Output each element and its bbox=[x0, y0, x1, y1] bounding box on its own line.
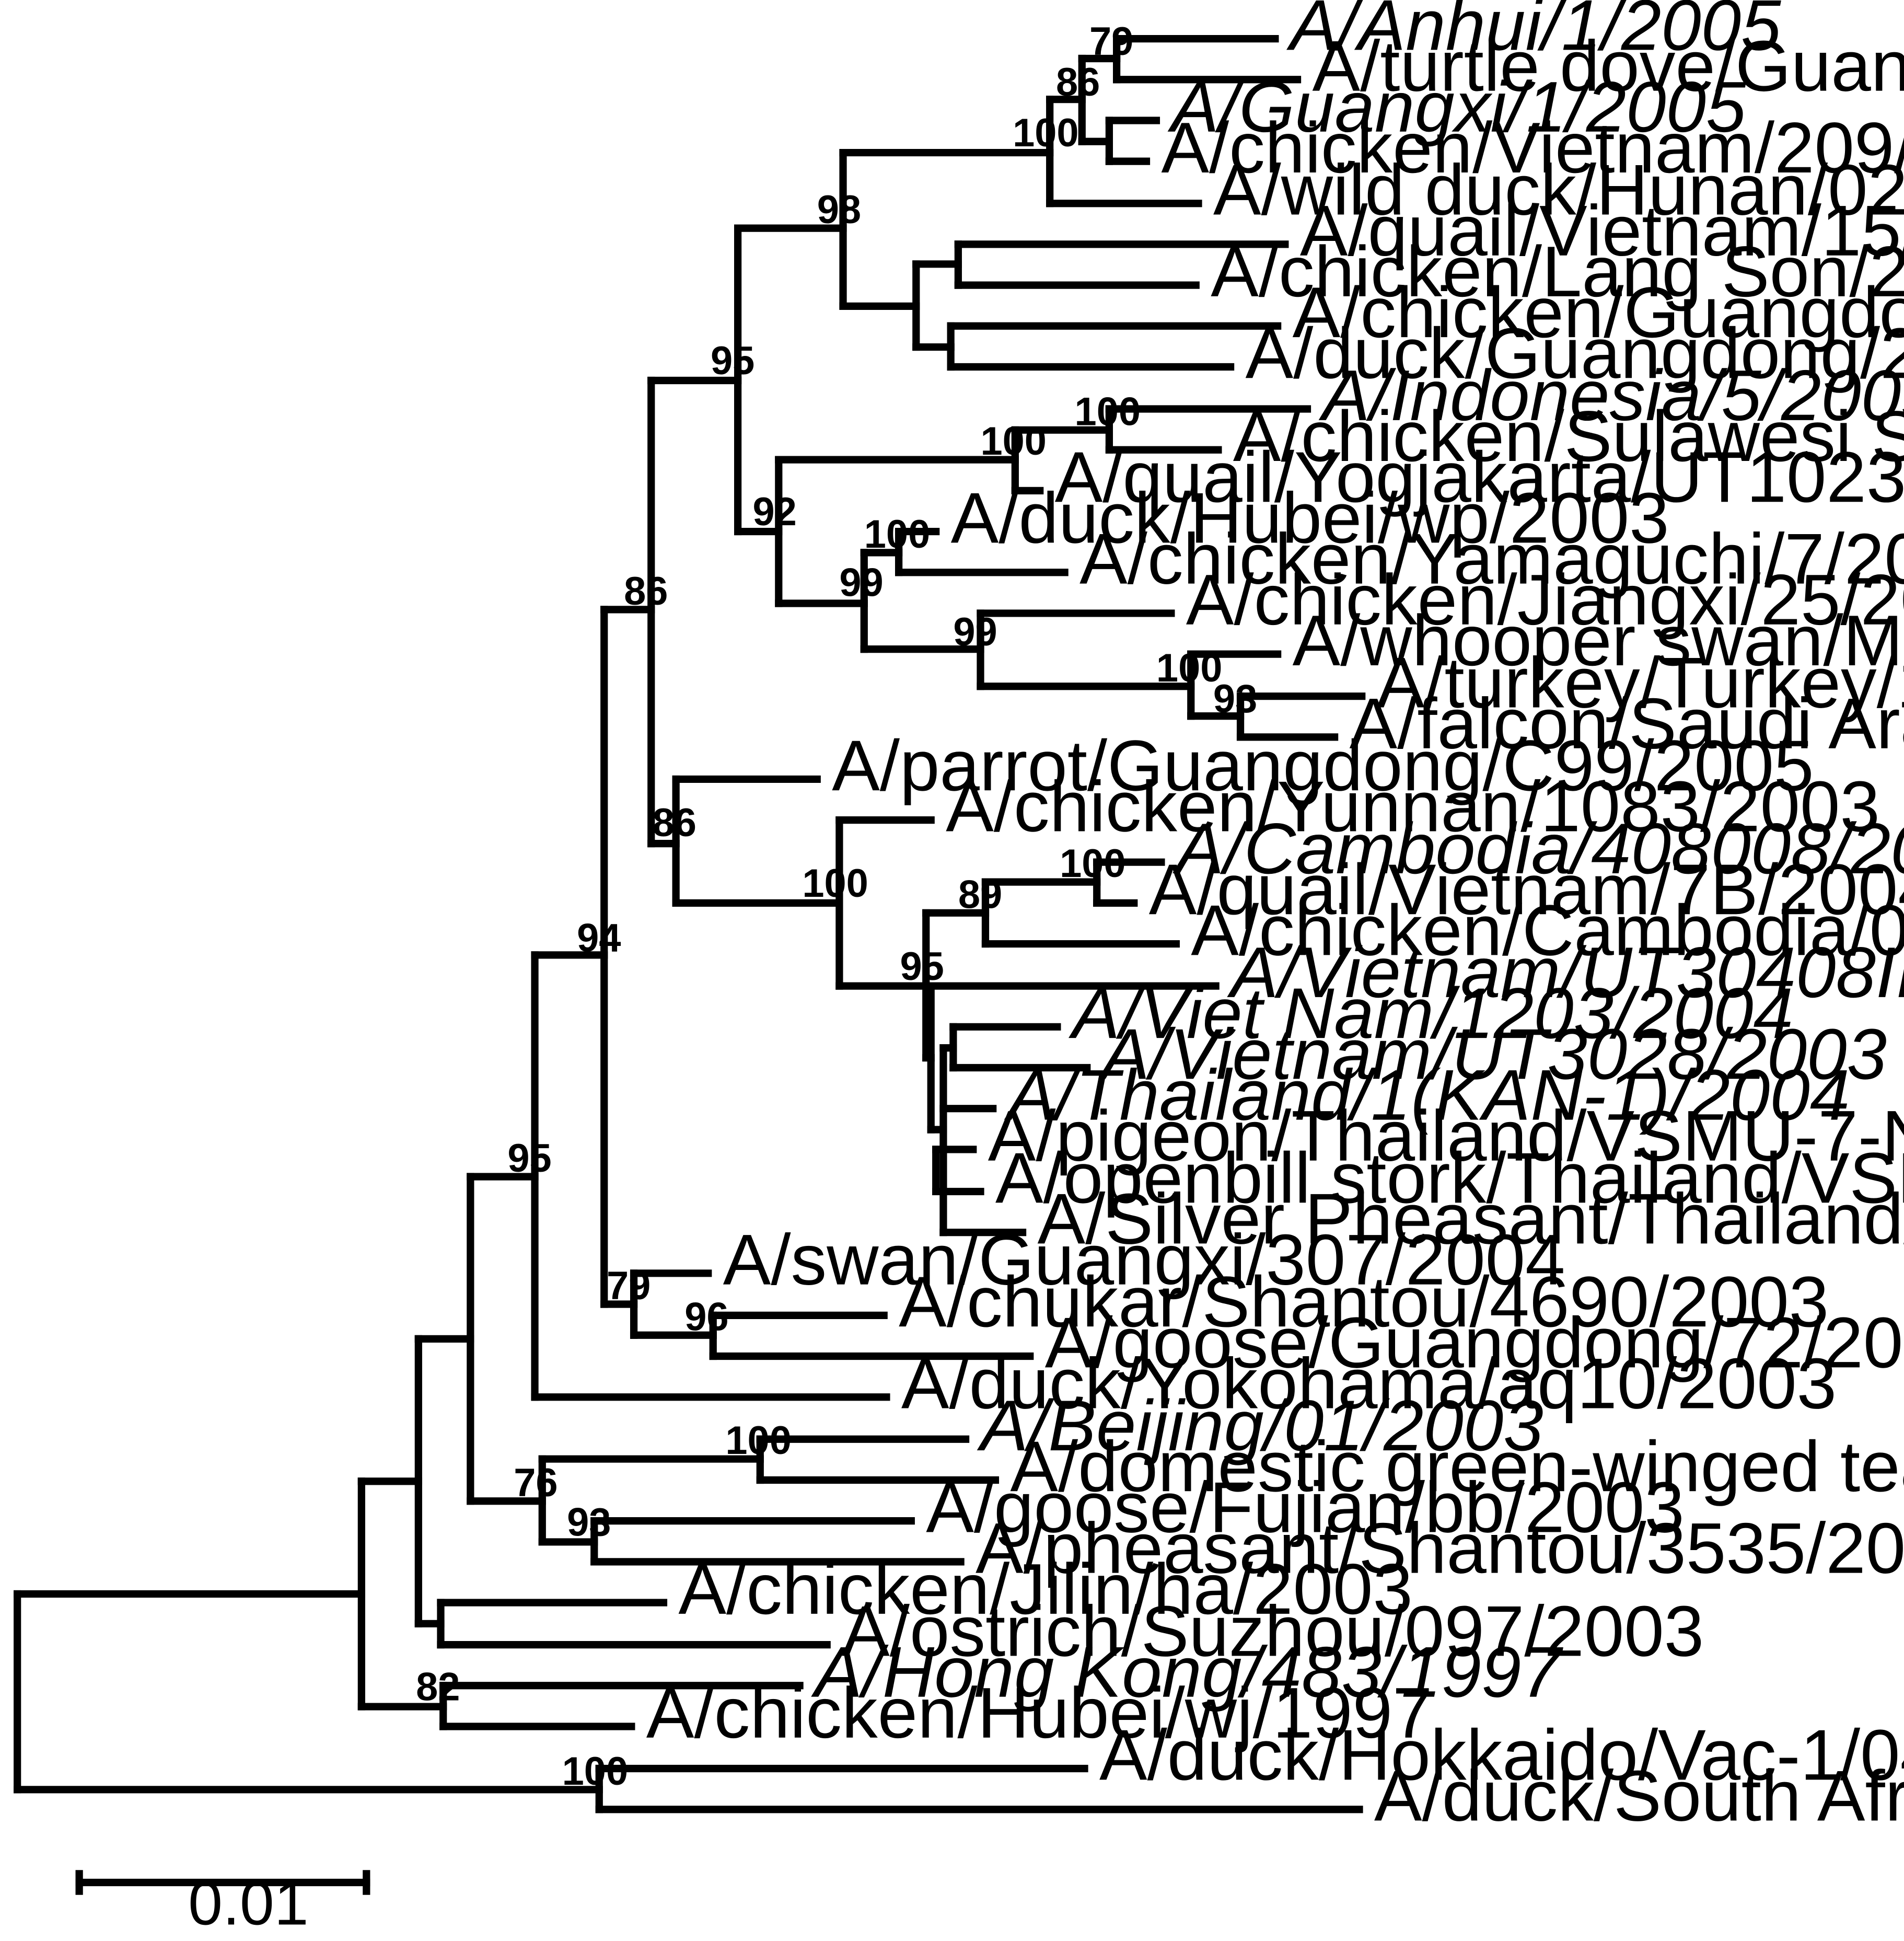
tip-label: A/turkey/Turkey/1/2005 bbox=[1377, 643, 1904, 723]
tip-label: A/Silver Pheasant/Thailand/VSMU-1-CBI/20… bbox=[1037, 1179, 1904, 1259]
tip-label: A/quail/Vietnam/15/2005 bbox=[1300, 191, 1904, 271]
bootstrap-value: 100 bbox=[864, 512, 930, 557]
tip-label: A/duck/Hokkaido/Vac-1/04 bbox=[1099, 1715, 1904, 1795]
tip-label: A/Anhui/1/2005 bbox=[1286, 0, 1781, 65]
tip-label: A/chicken/Hubei/wj/1997 bbox=[646, 1673, 1433, 1753]
tip-label: A/duck/Guangdong/23/2004 bbox=[1246, 314, 1904, 394]
tip-label: A/chicken/Lang Son/200/2005 bbox=[1211, 232, 1904, 312]
bootstrap-value: 95 bbox=[507, 1136, 551, 1181]
tip-label: A/chicken/Yunnan/1083/2003 bbox=[946, 767, 1880, 847]
bootstrap-value: 100 bbox=[725, 1418, 791, 1463]
tip-label: A/turtle dove/Guangdong/300/2005 bbox=[1312, 27, 1904, 107]
tip-label: A/openbill stork/Thailand/VSMU-12-BKK/20… bbox=[995, 1138, 1904, 1218]
tip-label: A/quail/Yogjakarta/UT1023/2004 bbox=[1055, 437, 1904, 517]
tip-label: A/Hong Kong/483/1997 bbox=[811, 1633, 1563, 1713]
tip-label: A/chicken/Sulawesi Selatan/UT2094/2005 bbox=[1233, 397, 1904, 477]
tip-label: A/quail/Vietnam/7B/2004 bbox=[1149, 850, 1904, 930]
tip-label: A/Vietnam/UT3028/2003 bbox=[1098, 1014, 1887, 1094]
tip-label: A/chicken/Guangdong/1/2005 bbox=[1293, 273, 1904, 353]
scale-bar: 0.01 bbox=[75, 1869, 370, 1938]
bootstrap-value: 100 bbox=[1013, 111, 1078, 155]
scale-bar-label: 0.01 bbox=[188, 1869, 309, 1938]
bootstrap-value: 86 bbox=[624, 569, 668, 614]
bootstrap-value: 89 bbox=[958, 872, 1002, 917]
bootstrap-value: 99 bbox=[839, 560, 883, 605]
tip-label: A/falcon/Saudi Arabia/D1795/2005 bbox=[1350, 684, 1904, 764]
tip-label: A/Indonesia/5/2005 bbox=[1318, 356, 1904, 436]
tip-label: A/Guangxi/1/2005 bbox=[1167, 67, 1746, 147]
bootstrap-value: 100 bbox=[980, 419, 1046, 464]
tip-label: A/duck/Hubei/wp/2003 bbox=[951, 478, 1669, 558]
bootstrap-value: 100 bbox=[1060, 841, 1125, 886]
bootstrap-value: 93 bbox=[567, 1500, 611, 1545]
bootstrap-labels: 79 86 100 98 95 100 100 92 100 99 99 100… bbox=[416, 19, 1257, 1794]
bootstrap-value: 98 bbox=[817, 188, 861, 232]
tip-label: A/chicken/Jiangxi/25/2004 bbox=[1186, 560, 1904, 640]
bootstrap-value: 100 bbox=[802, 861, 868, 906]
bootstrap-value: 86 bbox=[1056, 60, 1100, 105]
tip-label: A/pheasant/Shantou/3535/2003 bbox=[976, 1509, 1904, 1589]
tip-label: A/chicken/Cambodia/022LC2b/2005 bbox=[1191, 891, 1904, 970]
tip-label: A/duck/South Africa/811/2004 bbox=[1374, 1757, 1904, 1836]
tip-label: A/Cambodia/408008/2005 bbox=[1172, 809, 1904, 889]
bootstrap-value: 95 bbox=[711, 339, 754, 383]
bootstrap-value: 86 bbox=[653, 801, 696, 845]
tree-branches bbox=[14, 34, 1366, 1813]
tip-labels: A/Anhui/1/2005 A/turtle dove/Guangdong/3… bbox=[646, 0, 1904, 1836]
tip-label: A/Viet Nam/1203/2004 bbox=[1069, 974, 1793, 1054]
tip-label: A/whooper swan/Mongolia/244/2005 bbox=[1293, 601, 1904, 681]
tip-label: A/Thailand/1(KAN-1)/2004 bbox=[1004, 1056, 1850, 1136]
tip-label: A/ostrich/Suzhou/097/2003 bbox=[842, 1591, 1704, 1671]
tip-label: A/chicken/Vietnam/209/2005 bbox=[1161, 108, 1904, 188]
tip-label: A/pigeon/Thailand/VSMU-7-NPT/2004 bbox=[988, 1096, 1904, 1176]
bootstrap-value: 95 bbox=[900, 944, 944, 989]
tip-label: A/domestic green-winged teal/Hunan/67/20… bbox=[1010, 1427, 1904, 1507]
tip-label: A/goose/Guangdong/72/2004 bbox=[1045, 1303, 1904, 1383]
bootstrap-value: 79 bbox=[607, 1264, 651, 1308]
tip-label: A/wild duck/Hunan/021/2005 bbox=[1213, 151, 1904, 230]
tip-label: A/duck/Yokohama/aq10/2003 bbox=[901, 1344, 1837, 1424]
bootstrap-value: 100 bbox=[562, 1749, 628, 1794]
tip-label: A/swan/Guangxi/307/2004 bbox=[723, 1220, 1565, 1300]
bootstrap-value: 96 bbox=[684, 1295, 728, 1339]
tip-label: A/Vietnam/UT30408III/2005 bbox=[1227, 933, 1904, 1013]
bootstrap-value: 94 bbox=[577, 916, 621, 960]
tip-label: A/Beijing/01/2003 bbox=[977, 1386, 1543, 1466]
bootstrap-value: 93 bbox=[1213, 677, 1257, 721]
bootstrap-value: 79 bbox=[1089, 19, 1133, 64]
bootstrap-value: 92 bbox=[753, 490, 797, 534]
tip-label: A/parrot/Guangdong/C99/2005 bbox=[832, 726, 1814, 806]
bootstrap-value: 76 bbox=[514, 1461, 558, 1505]
tip-label: A/chicken/Yamaguchi/7/2004 bbox=[1079, 519, 1904, 599]
bootstrap-value: 82 bbox=[416, 1665, 460, 1709]
bootstrap-value: 100 bbox=[1156, 646, 1222, 690]
tip-label: A/chukar/Shantou/4690/2003 bbox=[899, 1262, 1829, 1342]
bootstrap-value: 100 bbox=[1075, 389, 1141, 434]
tip-label: A/chicken/Jilin/ha/2003 bbox=[678, 1550, 1412, 1630]
tip-label: A/goose/Fujian/bb/2003 bbox=[926, 1468, 1685, 1547]
bootstrap-value: 99 bbox=[953, 610, 997, 654]
